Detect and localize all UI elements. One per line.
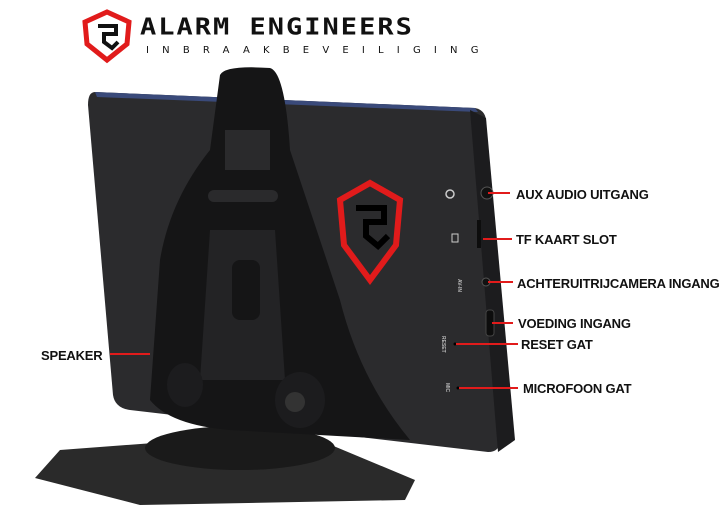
brand-tagline: INBRAAKBEVEILIGING [146,45,492,56]
callout-power-input: VOEDING INGANG [518,316,631,331]
callout-microphone: MICROFOON GAT [523,381,632,396]
mount-stand [35,67,415,505]
callout-tf-slot: TF KAART SLOT [516,232,617,247]
av-in-marking: AV-IN [456,279,462,292]
callout-camera-input: ACHTERUITRIJCAMERA INGANG [517,276,720,291]
callout-lines [110,192,518,389]
brand-logo-icon [82,9,132,64]
callout-aux-audio: AUX AUDIO UITGANG [516,187,649,202]
device-logo-icon [336,179,404,286]
reset-marking: RESET [440,336,446,353]
mic-marking: MIC [444,383,450,393]
brand-name: ALARM ENGINEERS [140,14,414,41]
callout-reset: RESET GAT [521,337,593,352]
callout-speaker: SPEAKER [41,348,103,363]
